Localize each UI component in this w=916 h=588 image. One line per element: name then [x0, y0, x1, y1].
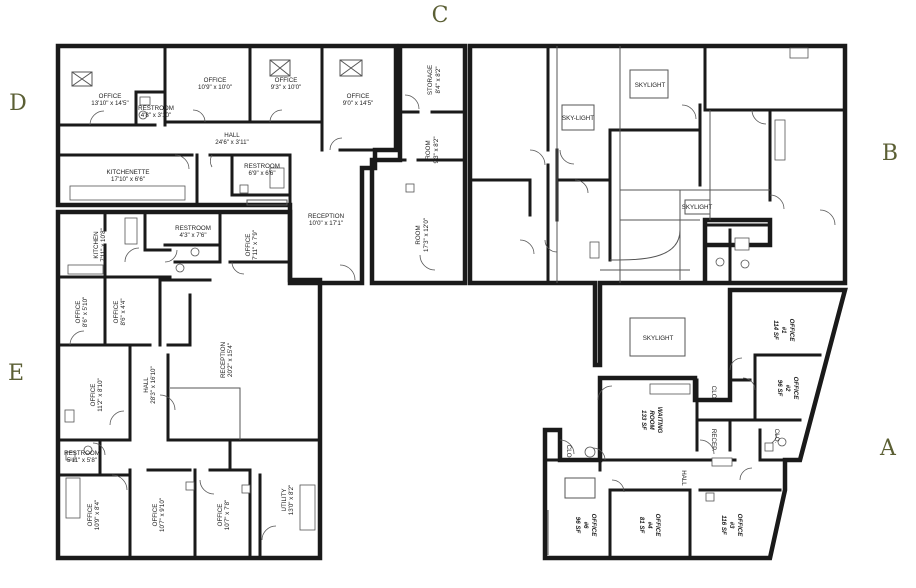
suite-c: STORAGE 8'4" x 8'2" ROOM 9'3" x 8'2" ROO…	[369, 43, 468, 286]
office-area: 96 SF	[574, 517, 581, 534]
office-dim: 10'7" x 9'10"	[159, 498, 166, 532]
office-dim: 10'7" x 7'8"	[224, 500, 231, 531]
closet-label: CLO.	[565, 445, 572, 460]
suite-label-b: B	[882, 141, 898, 166]
office-label: OFFICE	[792, 377, 799, 401]
storage-label: STORAGE	[427, 65, 434, 95]
office-label: OFFICE	[245, 234, 252, 257]
office-dim: 10'9" x 8'4"	[94, 500, 101, 531]
office-area: 116 SF	[720, 515, 727, 535]
office-area: 81 SF	[638, 517, 645, 534]
office-label: OFFICE	[113, 301, 120, 324]
office-dim: 11'2" x 8'10"	[97, 378, 104, 411]
kitchenette-label: KITCHENETTE	[107, 169, 150, 176]
office-number: #6	[582, 522, 589, 529]
office-dim: 7'11" x 7'9"	[252, 230, 259, 260]
office-label: OFFICE	[654, 514, 661, 538]
suite-b: SKYLIGHT SKYLIGHT SKY-LIGHT SKYLIGHT	[467, 43, 848, 368]
office-label: OFFICE	[347, 93, 370, 100]
restroom-dim: 5'11" x 5'8"	[67, 457, 97, 464]
suite-a: OFFICE #1 114 SF OFFICE #2 96 SF WAITING…	[542, 287, 848, 561]
suite-label-a: A	[879, 436, 897, 461]
hall-label: HALL	[680, 470, 687, 486]
office-label: OFFICE	[152, 504, 159, 527]
reception-label: RECEPTION	[220, 342, 227, 378]
kitchen-dim: 7'11" x 10'8"	[100, 228, 107, 261]
restroom-label: RESTROOM	[175, 225, 211, 232]
suite-label-e: E	[8, 361, 24, 386]
office-dim: 8'6" x 4'4"	[120, 298, 127, 325]
office-label: OFFICE	[204, 77, 227, 84]
restroom-dim: 4'8" x 3'10"	[141, 112, 172, 119]
hall-dim: 24'6" x 3'11"	[215, 139, 248, 146]
room-dim: 17'3" x 12'0"	[423, 218, 430, 252]
room-label: ROOM	[415, 225, 422, 244]
office-label: OFFICE	[90, 384, 97, 407]
storage-dim: 8'4" x 8'2"	[435, 66, 442, 93]
reception-dim: 20'2" x 15'4"	[227, 343, 234, 377]
hall-dim: 28'3" x 16'10"	[150, 366, 157, 403]
room-label: ROOM	[425, 140, 432, 159]
restroom-dim: 6'9" x 6'6"	[248, 170, 275, 177]
office-dim: 13'10" x 14'5"	[91, 100, 128, 107]
waiting-area: 133 SF	[640, 410, 647, 430]
reception-dim: 10'0" x 17'1"	[309, 220, 343, 227]
room-dim: 9'3" x 8'2"	[433, 136, 440, 163]
skylight-label: SKYLIGHT	[635, 82, 666, 89]
closet-label: CLO.	[773, 429, 780, 444]
office-number: #3	[728, 522, 735, 529]
waiting-label: WAITING	[656, 407, 663, 434]
utility-label: UTILITY	[281, 488, 288, 511]
reception-label: RECEP.	[710, 429, 717, 452]
hall-label: HALL	[143, 377, 150, 393]
restroom-label: RESTROOM	[64, 450, 100, 457]
suite-d: OFFICE 13'10" x 14'5" RESTROOM 4'8" x 3'…	[55, 43, 399, 286]
office-dim: 9'0" x 14'5"	[343, 100, 374, 107]
skylight-label: SKYLIGHT	[643, 335, 674, 342]
office-dim: 10'9" x 10'0"	[198, 84, 232, 91]
restroom-label: RESTROOM	[244, 163, 280, 170]
suite-e: KITCHEN 7'11" x 10'8" RESTROOM 4'3" x 7'…	[55, 209, 323, 561]
office-number: #2	[784, 385, 791, 392]
restroom-dim: 4'3" x 7'6"	[179, 232, 206, 239]
office-label: OFFICE	[590, 514, 597, 538]
suite-label-c: C	[432, 3, 449, 28]
skylight-label: SKYLIGHT	[682, 204, 713, 211]
skylight-label: SKY-LIGHT	[562, 115, 594, 122]
office-label: OFFICE	[788, 319, 795, 343]
hall-label: HALL	[224, 132, 240, 139]
suite-label-d: D	[9, 91, 27, 116]
office-label: OFFICE	[275, 77, 298, 84]
kitchenette-dim: 17'10" x 6'6"	[111, 176, 145, 183]
office-label: OFFICE	[87, 504, 94, 527]
office-dim: 9'3" x 10'0"	[271, 84, 302, 91]
office-label: OFFICE	[75, 301, 82, 324]
closet-label: CLO.	[710, 386, 717, 401]
office-label: OFFICE	[736, 514, 743, 538]
waiting-sub: ROOM	[648, 410, 655, 430]
office-number: #1	[780, 327, 787, 334]
utility-dim: 13'0" x 8'2"	[288, 485, 295, 516]
office-number: #4	[646, 522, 653, 529]
reception-label: RECEPTION	[308, 213, 344, 220]
office-area: 96 SF	[776, 380, 783, 397]
office-dim: 8'6" x 5'10"	[82, 297, 89, 328]
restroom-label: RESTROOM	[138, 105, 174, 112]
kitchen-label: KITCHEN	[93, 231, 100, 258]
office-area: 114 SF	[772, 320, 779, 340]
office-label: OFFICE	[99, 93, 122, 100]
office-label: OFFICE	[217, 504, 224, 527]
